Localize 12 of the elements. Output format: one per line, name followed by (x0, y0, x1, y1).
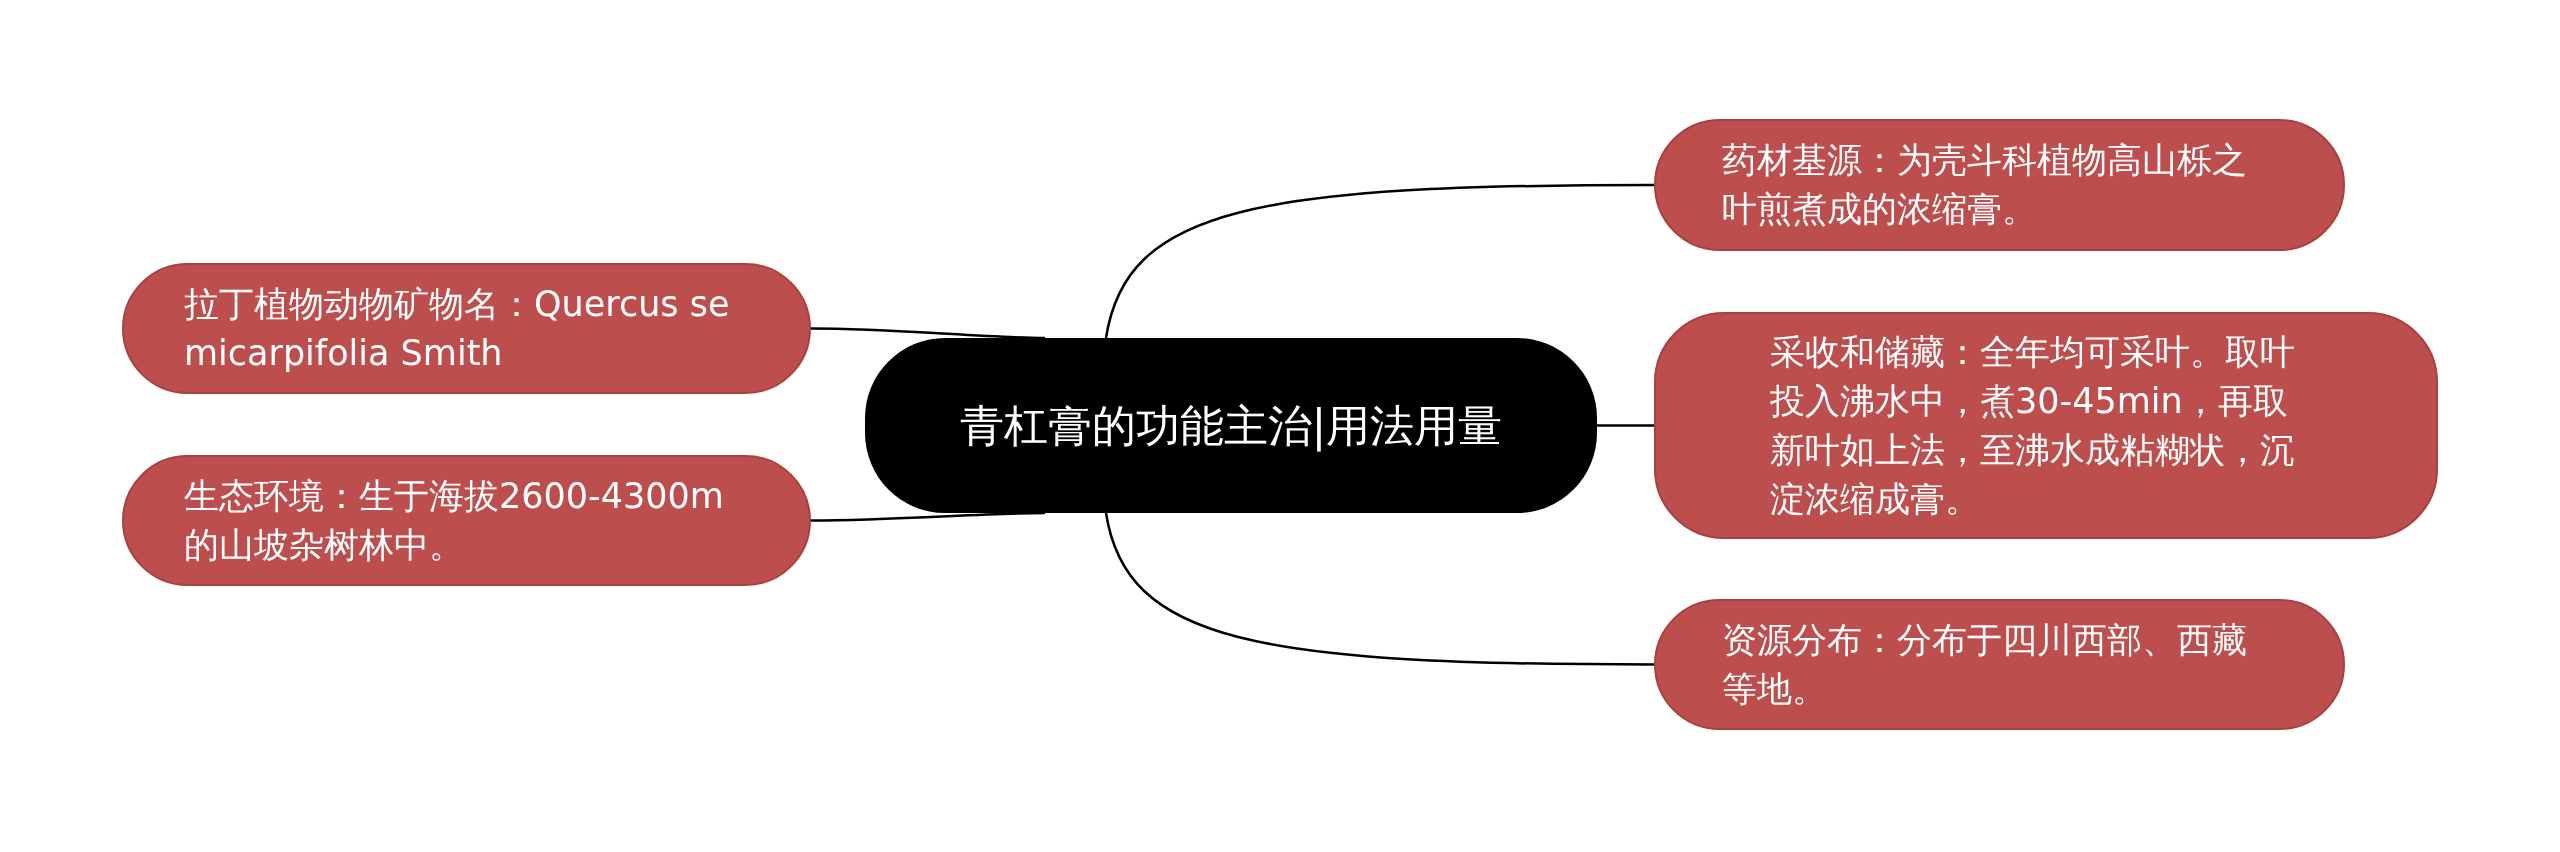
connector-line (1104, 512, 1654, 666)
topic-bubble (1654, 312, 2438, 539)
connector-line (1104, 183, 1654, 339)
connector-line (811, 511, 1045, 522)
topic-text: 资源分布：分布于四川西部、西藏等地。 (1722, 618, 2248, 711)
topic-text: 拉丁植物动物矿物名：Quercus semicarpifolia Smith (184, 282, 731, 375)
topic-text: 生态环境：生于海拔2600-4300m的山坡杂树林中。 (184, 474, 725, 567)
topic-text: 青杠膏的功能主治|用法用量 (958, 398, 1504, 454)
topic-text: 药材基源：为壳斗科植物高山栎之叶煎煮成的浓缩膏。 (1722, 139, 2248, 231)
connector-line (811, 327, 1045, 340)
topic-text: 采收和储藏：全年均可采叶。取叶投入沸水中，煮30-45min，再取新叶如上法，至沸水成粘糊状，沉淀浓缩成膏。 (1770, 330, 2296, 521)
connector-line (1597, 424, 1654, 427)
